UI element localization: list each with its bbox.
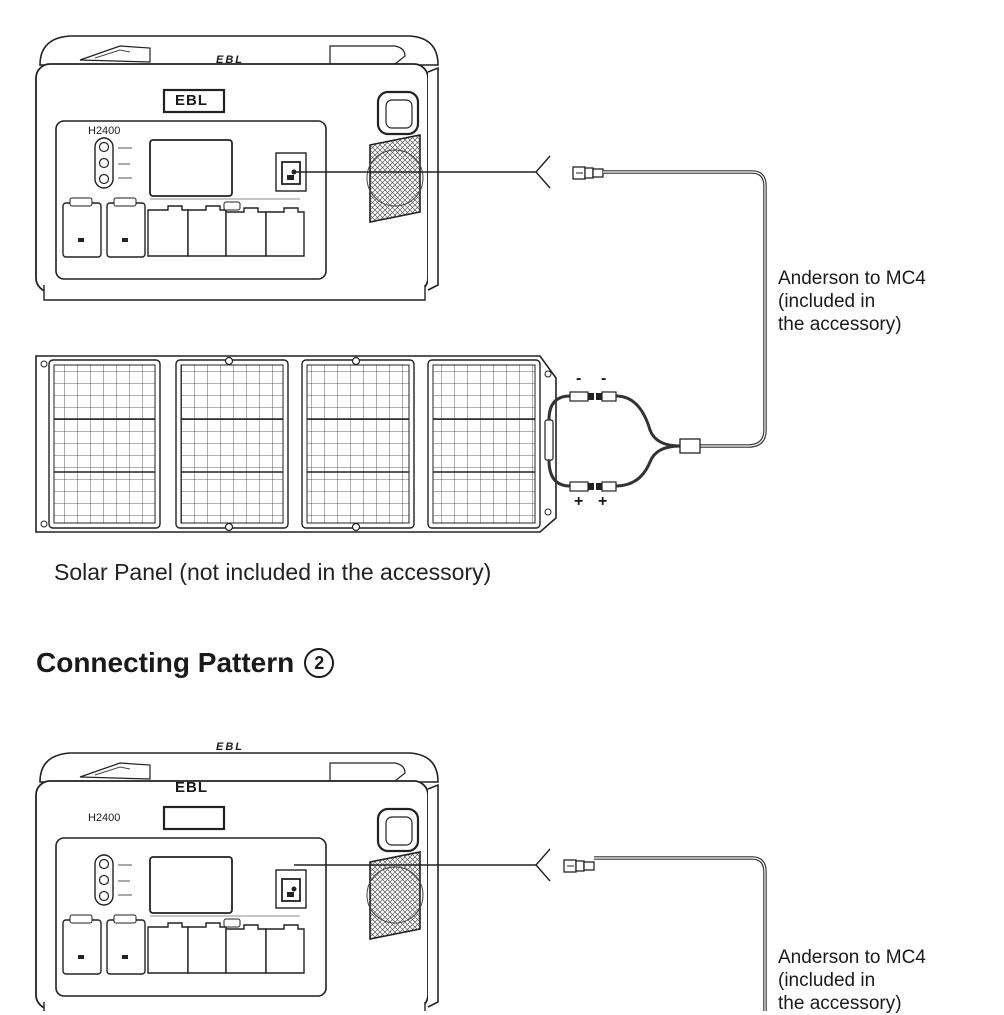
anderson-plug-top <box>572 166 604 180</box>
polarity-minus-1: - <box>576 370 582 387</box>
polarity-plus-2: + <box>598 493 608 510</box>
anderson-cable-bottom <box>594 856 767 1011</box>
section-title-text: Connecting Pattern <box>36 647 295 678</box>
lid-brand-bottom: EBL <box>216 741 244 753</box>
section-number-badge: 2 <box>304 648 335 678</box>
plug-in-arrow-bottom <box>535 848 551 882</box>
anderson-plug-bottom <box>563 859 595 873</box>
power-station-top <box>34 34 440 302</box>
anderson-cable-top <box>603 170 767 448</box>
solar-panel <box>35 355 557 533</box>
plug-in-arrow-top <box>535 155 551 189</box>
cable-label-bottom: Anderson to MC4 (included in the accesso… <box>778 947 926 1014</box>
brand-plate-bottom: EBL <box>175 779 208 796</box>
model-label-top: H2400 <box>88 125 121 137</box>
brand-plate-top: EBL <box>175 92 208 109</box>
cable-label-top: Anderson to MC4 (included in the accesso… <box>778 268 926 335</box>
mc4-connectors <box>547 391 701 492</box>
model-label-bottom: H2400 <box>88 812 121 824</box>
polarity-plus-1: + <box>574 493 584 510</box>
section-title: Connecting Pattern 2 <box>36 647 335 679</box>
lid-brand-top: EBL <box>216 54 244 66</box>
solar-panel-caption: Solar Panel (not included in the accesso… <box>54 559 492 585</box>
power-station-bottom <box>34 751 440 1011</box>
polarity-minus-2: - <box>601 370 607 387</box>
